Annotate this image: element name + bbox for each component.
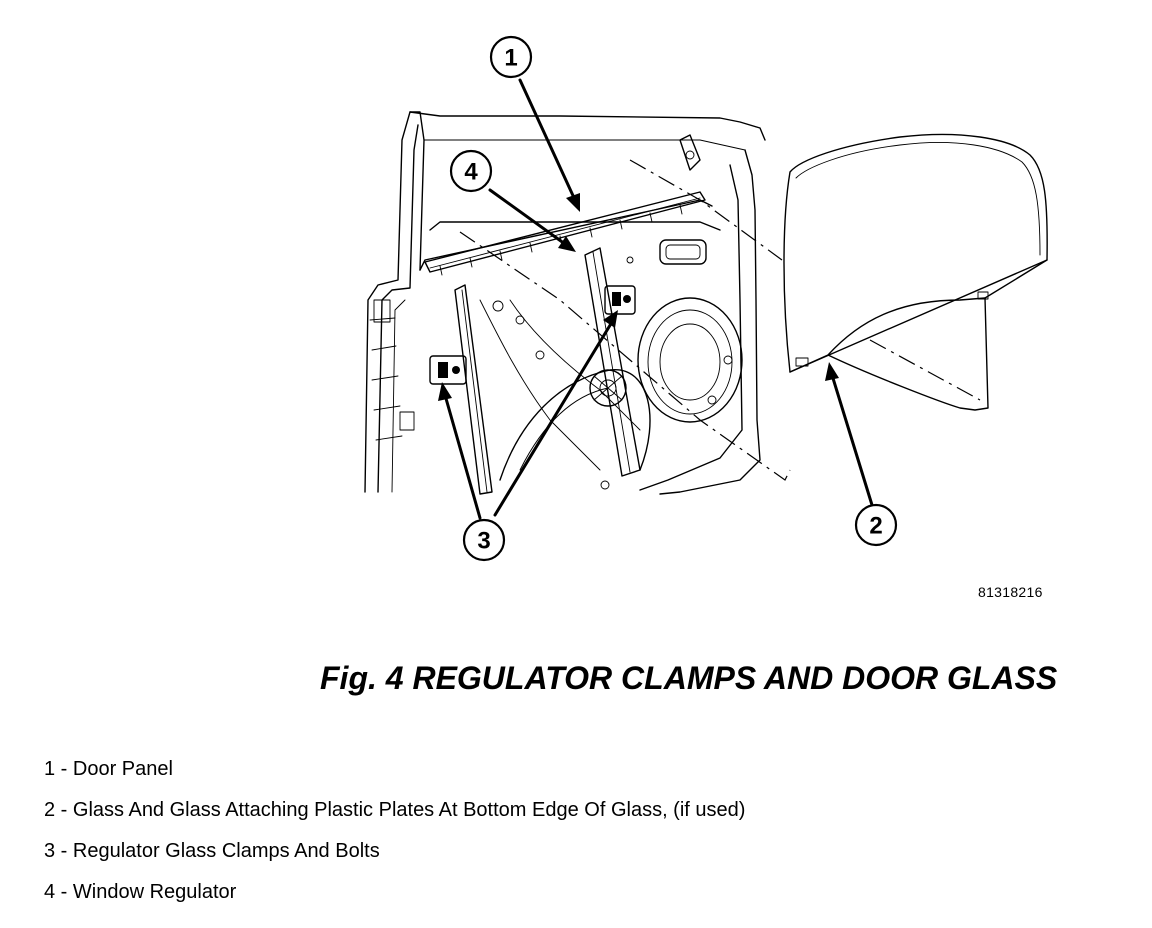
callout-1: 1	[489, 35, 533, 79]
callout-1-label: 1	[504, 45, 517, 72]
callout-legend: 1 - Door Panel 2 - Glass And Glass Attac…	[44, 756, 745, 920]
door-panel-drawing	[364, 111, 791, 495]
image-reference-number: 81318216	[978, 584, 1043, 600]
legend-item: 4 - Window Regulator	[44, 881, 237, 903]
legend-item: 2 - Glass And Glass Attaching Plastic Pl…	[44, 799, 746, 821]
callout-leaders	[438, 78, 874, 520]
callout-4: 4	[449, 149, 493, 193]
callout-4-label: 4	[464, 159, 478, 186]
callout-3-label: 3	[477, 528, 490, 555]
callout-2: 2	[854, 503, 898, 547]
door-glass-diagram: 1 4 3 2	[364, 35, 1048, 562]
door-glass-drawing	[783, 133, 1048, 411]
legend-item: 1 - Door Panel	[44, 758, 173, 780]
legend-item: 3 - Regulator Glass Clamps And Bolts	[44, 840, 380, 862]
callout-3: 3	[462, 518, 506, 562]
callout-2-label: 2	[869, 513, 882, 540]
figure-title: Fig. 4 REGULATOR CLAMPS AND DOOR GLASS	[320, 660, 1058, 696]
